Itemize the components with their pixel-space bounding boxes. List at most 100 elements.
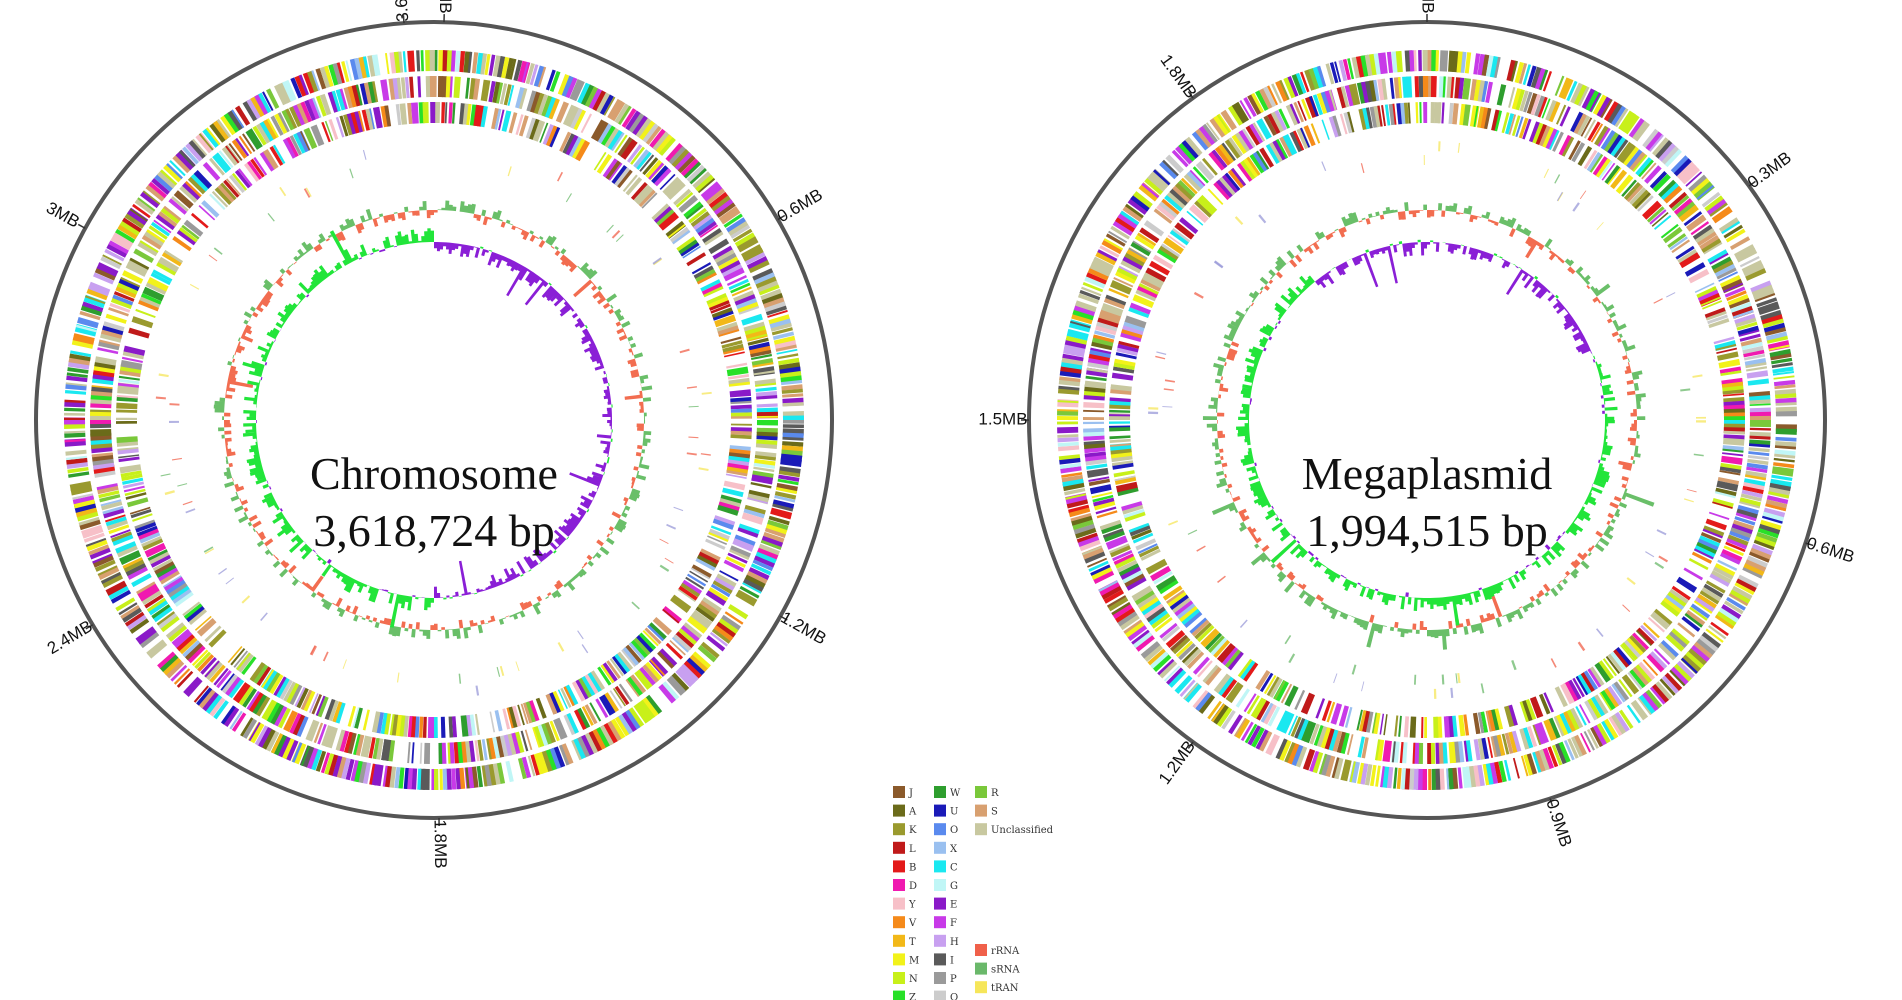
gene-feature — [124, 611, 145, 627]
gene-feature — [1551, 744, 1563, 766]
gene-feature — [1642, 622, 1660, 639]
gene-feature — [231, 109, 245, 129]
gene-feature — [1583, 119, 1596, 139]
gene-feature — [1111, 602, 1133, 620]
gene-feature — [1757, 527, 1779, 539]
gene-feature — [289, 135, 302, 156]
gene-feature — [1675, 660, 1695, 680]
gene-feature — [1621, 179, 1637, 197]
gene-feature — [202, 128, 220, 148]
gene-feature — [746, 256, 768, 270]
gene-feature — [1729, 530, 1751, 542]
gene-feature — [108, 307, 129, 317]
gene-feature — [488, 80, 496, 103]
gene-feature — [1532, 723, 1546, 745]
gene-feature — [1202, 665, 1222, 686]
gene-feature — [1621, 112, 1640, 135]
gene-feature — [1287, 743, 1300, 765]
gene-feature — [1532, 751, 1542, 773]
gene-feature — [1688, 174, 1708, 193]
gene-feature — [1369, 764, 1377, 787]
gene-feature — [541, 750, 553, 773]
gene-feature — [126, 497, 149, 508]
rna-feature — [1572, 202, 1580, 212]
rna-feature — [1596, 628, 1604, 638]
gene-feature — [422, 716, 427, 738]
gene-feature — [262, 700, 278, 721]
gene-feature — [1088, 476, 1110, 483]
gene-feature — [1183, 172, 1203, 192]
gene-feature — [1611, 105, 1627, 126]
gene-feature — [727, 604, 749, 620]
gene-feature — [535, 697, 547, 719]
tick-label: 0.6MB — [774, 185, 826, 226]
gene-feature — [1435, 50, 1440, 72]
gene-feature — [1325, 755, 1336, 778]
gene-feature — [200, 690, 219, 712]
gene-feature — [1423, 102, 1428, 124]
gene-feature — [116, 417, 138, 420]
gene-feature — [1265, 733, 1280, 756]
gene-feature — [563, 714, 576, 736]
gene-feature — [1477, 106, 1486, 128]
gene-feature — [1713, 566, 1734, 580]
rna-feature — [213, 247, 223, 255]
gene-feature — [621, 711, 637, 732]
gene-feature — [720, 260, 741, 274]
gene-feature — [581, 706, 594, 726]
gene-feature — [780, 379, 803, 386]
gene-feature — [407, 50, 415, 72]
gene-feature — [1417, 742, 1424, 764]
gene-feature — [171, 629, 193, 649]
gene-feature — [196, 687, 213, 706]
gene-feature — [661, 681, 680, 701]
gene-feature — [1225, 681, 1244, 704]
gene-feature — [645, 159, 665, 181]
gene-feature — [524, 729, 533, 751]
gene-feature — [1186, 210, 1204, 226]
gene-feature — [649, 128, 668, 150]
gene-feature — [1091, 340, 1113, 351]
gene-feature — [1641, 692, 1659, 712]
gene-feature — [122, 270, 144, 284]
gene-feature — [1243, 97, 1257, 118]
gene-feature — [509, 58, 517, 80]
gene-feature — [1228, 714, 1243, 735]
gene-feature — [1587, 666, 1605, 688]
gene-feature — [770, 322, 792, 332]
gene-feature — [467, 51, 473, 73]
gene-feature — [172, 236, 192, 252]
gene-feature — [1705, 310, 1727, 321]
gene-feature — [75, 324, 97, 333]
gene-feature — [1259, 672, 1274, 693]
gene-feature — [353, 733, 361, 755]
gene-feature — [155, 563, 177, 578]
gene-feature — [703, 184, 724, 204]
gene-feature — [217, 182, 237, 203]
gene-feature — [1127, 197, 1149, 215]
rna-feature — [507, 166, 512, 177]
gene-feature — [1749, 399, 1771, 405]
rna-feature — [1162, 406, 1173, 408]
gene-feature — [652, 131, 672, 153]
gene-feature — [1726, 596, 1746, 611]
gene-feature — [1743, 349, 1765, 358]
gene-feature — [672, 229, 691, 245]
gene-feature — [1295, 72, 1307, 94]
gc-skew-positive — [1236, 239, 1618, 626]
gene-feature — [770, 511, 792, 520]
gene-feature — [1760, 309, 1782, 322]
gene-feature — [1567, 738, 1579, 759]
gene-feature — [659, 173, 676, 191]
gene-feature — [118, 602, 138, 616]
legend-swatch — [934, 934, 946, 947]
rna-feature — [1217, 575, 1226, 583]
gene-feature — [411, 742, 415, 764]
gene-feature — [1727, 294, 1750, 307]
gene-feature — [160, 207, 181, 224]
gene-feature — [139, 586, 160, 602]
gene-feature — [1251, 727, 1265, 748]
gene-feature — [730, 400, 752, 405]
gene-feature — [1717, 559, 1738, 571]
gene-feature — [190, 212, 209, 229]
